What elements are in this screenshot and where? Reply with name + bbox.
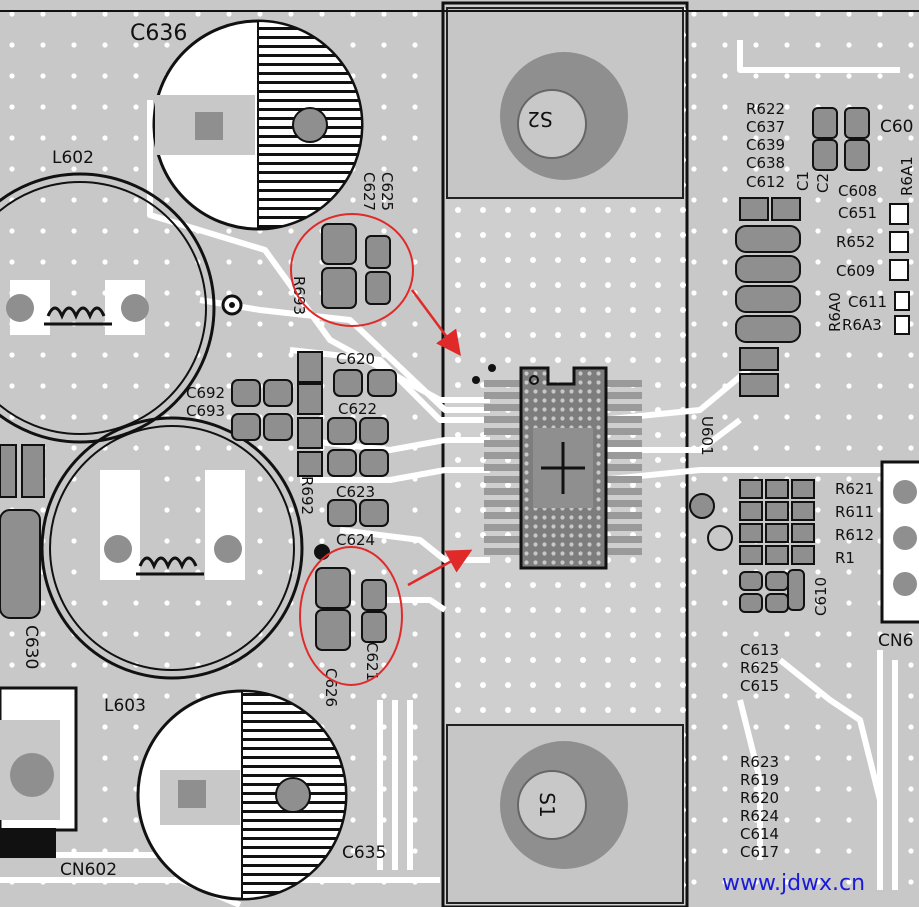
label-c615: C615 (740, 677, 779, 695)
label-c623: C623 (336, 483, 375, 501)
label-c693: C693 (186, 402, 225, 420)
label-r625: R625 (740, 659, 779, 677)
label-c639: C639 (746, 136, 785, 154)
label-c637: C637 (746, 118, 785, 136)
label-c636: C636 (130, 21, 187, 46)
label-c60-partial: C60 (880, 117, 914, 137)
label-r652: R652 (836, 233, 875, 251)
label-c610: C610 (812, 577, 830, 616)
highlight-circle-bottom (299, 546, 403, 686)
label-c627: C627 (360, 172, 378, 211)
label-c626: C626 (322, 668, 340, 707)
label-r6a1: R6A1 (898, 156, 916, 196)
c625-c627-r693-group (321, 223, 391, 309)
label-c609: C609 (836, 262, 875, 280)
c626-c621-group (315, 567, 387, 651)
label-c625: C625 (378, 172, 396, 211)
right-mid-parts (689, 460, 919, 624)
label-r623: R623 (740, 753, 779, 771)
label-c1: C1 (794, 171, 812, 191)
watermark-text: www.jdwx.cn (722, 871, 865, 896)
label-c620: C620 (336, 350, 375, 368)
inductor-l603 (40, 416, 304, 680)
label-c611: C611 (848, 293, 887, 311)
label-cn602: CN602 (60, 860, 117, 880)
label-c2: C2 (814, 173, 832, 193)
capacitor-c635 (136, 689, 348, 901)
ic-u601 (472, 364, 642, 570)
capacitor-c636 (152, 19, 364, 231)
label-r624: R624 (740, 807, 779, 825)
label-u601: U601 (698, 416, 716, 456)
label-c630: C630 (21, 625, 41, 669)
label-l602: L602 (52, 148, 94, 168)
label-c617: C617 (740, 843, 779, 861)
label-s2: S2 (527, 107, 552, 131)
label-r620: R620 (740, 789, 779, 807)
label-c624: C624 (336, 531, 375, 549)
c620-c622-c623-group (231, 351, 397, 527)
label-c614: C614 (740, 825, 779, 843)
label-c622: C622 (338, 400, 377, 418)
label-s1: S1 (535, 792, 559, 817)
label-r612: R612 (835, 526, 874, 544)
label-c621: C621 (363, 642, 381, 681)
label-r619: R619 (740, 771, 779, 789)
label-r1: R1 (835, 549, 855, 567)
arrow-bottom (407, 549, 473, 587)
label-l603: L603 (104, 696, 146, 716)
label-r6a0: R6A0 (826, 292, 844, 332)
label-c608: C608 (838, 182, 877, 200)
inductor-l602 (0, 172, 216, 444)
label-c612: C612 (746, 173, 785, 191)
label-c635: C635 (342, 843, 386, 863)
label-r611: R611 (835, 503, 874, 521)
arrow-top (410, 289, 461, 357)
label-c692: C692 (186, 384, 225, 402)
label-r692: R692 (298, 476, 316, 515)
right-top-parts (735, 107, 910, 397)
connector-cn602 (0, 686, 78, 858)
label-r622: R622 (746, 100, 785, 118)
label-cn6-partial: CN6 (878, 631, 913, 651)
label-r6a3: R6A3 (842, 316, 882, 334)
label-c638: C638 (746, 154, 785, 172)
label-c651: C651 (838, 204, 877, 222)
left-edge-parts (0, 444, 45, 619)
annotation-highlights (290, 213, 473, 686)
label-r621: R621 (835, 480, 874, 498)
switch-s1 (500, 741, 628, 869)
highlight-circle-top (290, 213, 414, 327)
label-c613: C613 (740, 641, 779, 659)
switch-s2 (500, 52, 628, 180)
